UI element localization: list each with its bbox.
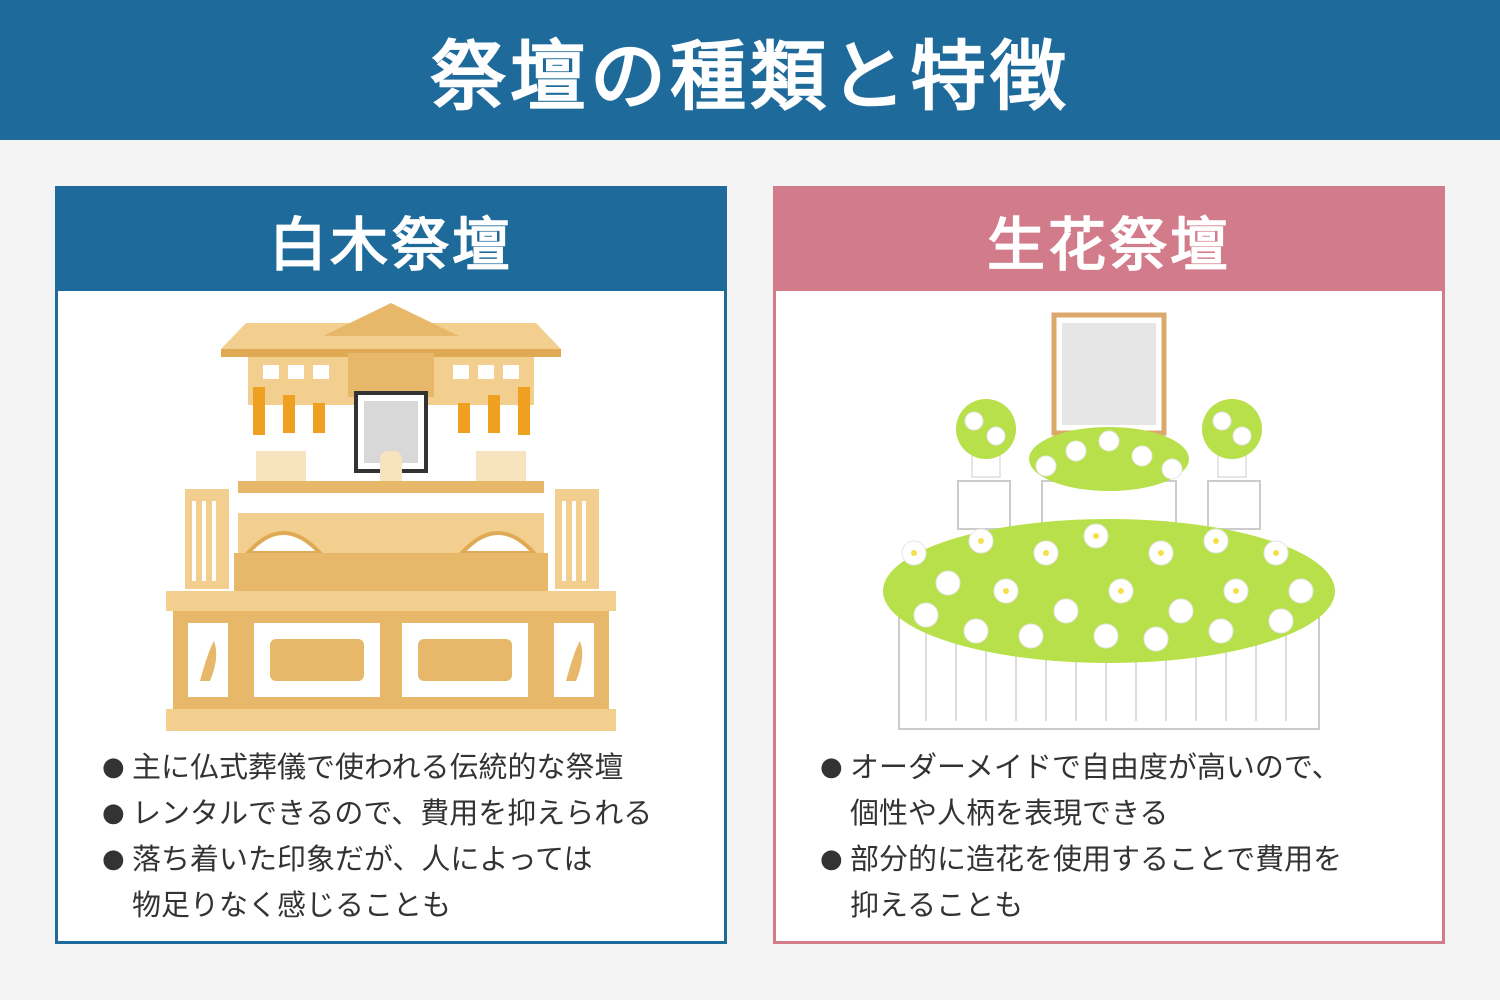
feature-text: オーダーメイドで自由度が高いので、: [850, 750, 1341, 784]
feature-text: 主に仏式葬儀で使われる伝統的な祭壇: [132, 750, 624, 784]
feature-item: ● 落ち着いた印象だが、人によっては 物足りなく感じることも: [102, 836, 704, 928]
shiraki-altar-illustration: [58, 291, 724, 741]
bullet-marker: ●: [102, 752, 125, 782]
feature-text: 抑えることも: [850, 888, 1024, 922]
flower-altar-illustration: [776, 291, 1442, 741]
shiraki-altar-heading: 白木祭壇: [58, 189, 724, 291]
feature-item: ● レンタルできるので、費用を抑えられる: [102, 790, 704, 836]
page-title: 祭壇の種類と特徴: [430, 32, 1070, 121]
feature-text: 部分的に造花を使用することで費用を: [850, 842, 1343, 876]
bullet-marker: ●: [102, 798, 125, 828]
flower-altar-card: 生花祭壇: [773, 186, 1445, 944]
bullet-marker: ●: [820, 752, 843, 782]
bullet-marker: ●: [820, 844, 843, 874]
flower-altar-features: ● オーダーメイドで自由度が高いので、 個性や人柄を表現できる ● 部分的に造花…: [820, 744, 1422, 928]
bullet-marker: ●: [102, 844, 125, 874]
feature-item: ● 主に仏式葬儀で使われる伝統的な祭壇: [102, 744, 704, 790]
feature-text: 個性や人柄を表現できる: [850, 796, 1169, 830]
feature-item: ● オーダーメイドで自由度が高いので、 個性や人柄を表現できる: [820, 744, 1422, 836]
feature-text: 落ち着いた印象だが、人によっては: [132, 842, 593, 876]
feature-text: レンタルできるので、費用を抑えられる: [132, 796, 653, 830]
feature-item: ● 部分的に造花を使用することで費用を 抑えることも: [820, 836, 1422, 928]
flower-altar-heading: 生花祭壇: [776, 189, 1442, 291]
feature-text: 物足りなく感じることも: [132, 888, 452, 922]
page-header: 祭壇の種類と特徴: [0, 0, 1500, 140]
shiraki-altar-features: ● 主に仏式葬儀で使われる伝統的な祭壇 ● レンタルできるので、費用を抑えられる…: [102, 744, 704, 928]
shiraki-altar-card: 白木祭壇: [55, 186, 727, 944]
